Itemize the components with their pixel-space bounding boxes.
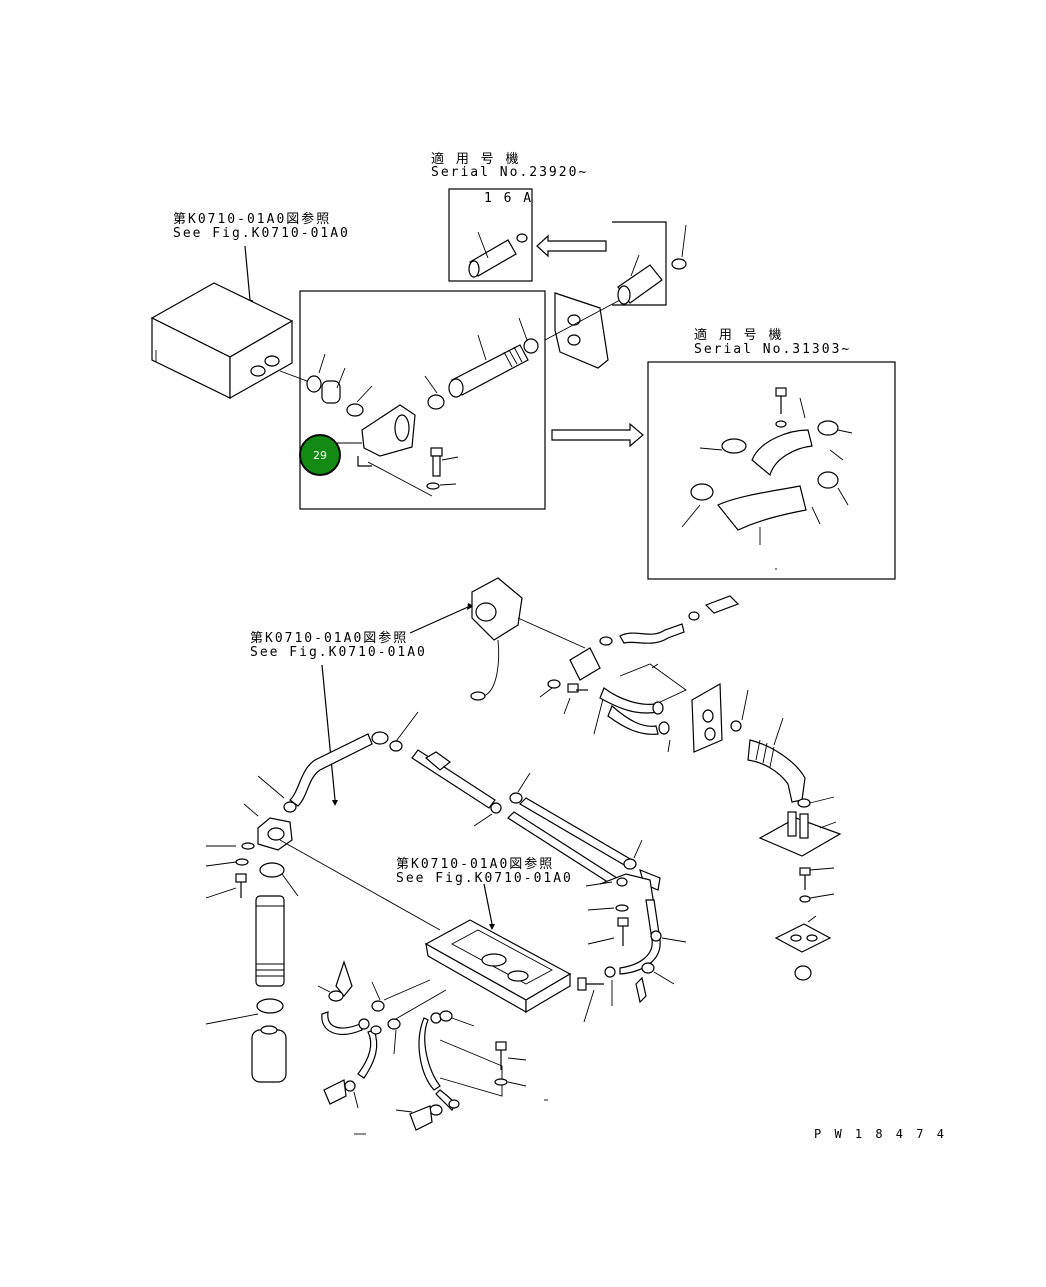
serial-top-en: Serial No.23920~ [431,165,589,180]
corrugated-hose-part [448,338,539,398]
hose-clamp-part [306,375,445,417]
mount-plate-part [569,647,601,681]
callout-mid-left-en: See Fig.K0710-01A0 [250,645,427,660]
callout-top-left-en: See Fig.K0710-01A0 [173,226,350,241]
curved-pipe-part [283,731,389,813]
control-box-part [150,282,294,400]
arrow-right-icon [551,422,644,448]
twin-hose-part [599,663,687,735]
serial-right-en: Serial No.31303~ [694,342,852,357]
nozzle-part [317,960,353,1002]
inset-frame-16a [448,188,533,282]
bolt-part [426,447,443,490]
arrow-left-icon [536,234,607,258]
valve-plate-part [691,682,723,753]
serial-right-jp: 適 用 号 機 [694,328,784,343]
straight-pipe-part [411,749,633,887]
callout-bottom-mid-en: See Fig.K0710-01A0 [396,871,573,886]
detail-frame-main [299,290,546,510]
callout-top-left-jp: 第K0710-01A0図参照 [173,212,332,227]
left-connector-part [257,817,293,851]
inset-label-16a: 1 6 A [484,191,534,206]
bottle-part [251,1025,287,1083]
detail-frame-right [647,361,896,580]
connector-housing-part [357,404,416,467]
elbow-hose-part [690,387,839,531]
base-plate-part [758,811,842,857]
callout-bottom-mid-jp: 第K0710-01A0図参照 [396,857,555,872]
hose-segment-part [617,264,663,305]
callout-mid-left-jp: 第K0710-01A0図参照 [250,631,409,646]
bracket-plate-part [554,292,609,369]
heater-unit-part [470,577,523,701]
vertical-corrugated-hose-part [255,895,285,987]
drawing-code: P W 1 8 4 7 4 [814,1127,947,1141]
serial-top-jp: 適 用 号 機 [431,152,521,167]
part-number-badge[interactable]: 29 [299,434,341,476]
inset-hose-part [468,231,528,278]
duct-tray-part [424,919,572,1014]
corrugated-duct-part [747,739,806,803]
